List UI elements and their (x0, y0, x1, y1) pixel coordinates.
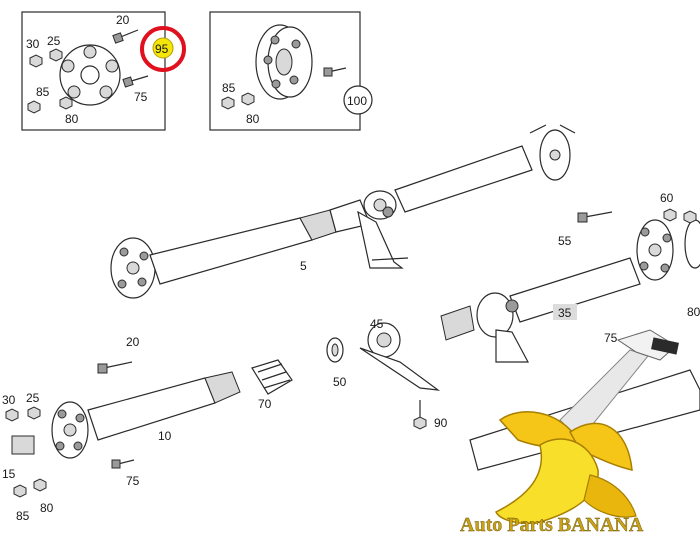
drive-shaft-35 (440, 219, 700, 341)
callout-50: 50 (333, 375, 347, 389)
callout-75-lower: 75 (126, 474, 140, 488)
nuts-inset-1 (27, 48, 73, 114)
nut-85-lower (13, 484, 27, 498)
flex-disc-inset-2 (255, 24, 313, 100)
bolt-20-lower (97, 361, 133, 374)
banana-peel-bottom (583, 474, 637, 518)
callout-35: 35 (558, 306, 572, 320)
nut-80-lower (33, 478, 47, 492)
watermark-logo (494, 329, 679, 524)
callout-25: 25 (47, 34, 61, 48)
callout-30-lower: 30 (2, 393, 16, 407)
callout-box-35 (553, 304, 577, 320)
tool-head (616, 329, 677, 361)
flex-disc-inset-1 (59, 44, 121, 106)
callout-95: 95 (155, 42, 169, 56)
bolt-75-lower (111, 459, 135, 469)
center-bearing-45 (359, 322, 441, 391)
callout-75: 75 (134, 90, 148, 104)
nut-30-lower (5, 408, 19, 422)
callout-25-lower: 25 (26, 391, 40, 405)
callout-55: 55 (558, 234, 572, 248)
callout-30: 30 (26, 37, 40, 51)
watermark-text: Auto Parts BANANA (460, 514, 644, 536)
callout-85: 85 (36, 85, 50, 99)
highlight-fill-95 (152, 37, 174, 59)
banana-fruit (494, 438, 599, 524)
bolt-90 (413, 400, 427, 430)
tool-grip (651, 337, 679, 355)
highlight-ring-95 (140, 26, 186, 72)
callout-85-lower: 85 (16, 509, 30, 523)
callout-85-inset2: 85 (222, 81, 236, 95)
callout-10: 10 (158, 429, 172, 443)
callout-100: 100 (347, 94, 367, 108)
callout-20: 20 (116, 13, 130, 27)
nuts-inset-2 (221, 92, 255, 110)
callout-5: 5 (300, 259, 307, 273)
callout-circle-100 (343, 85, 373, 115)
callout-80-lower: 80 (40, 501, 54, 515)
callout-15: 15 (2, 467, 16, 481)
bolt-55 (577, 211, 613, 223)
bolt-inset-2 (323, 67, 347, 77)
callout-60: 60 (660, 191, 674, 205)
center-bearing-support (357, 190, 409, 269)
callout-20-lower: 20 (126, 335, 140, 349)
callout-80-inset2: 80 (246, 112, 260, 126)
nut-60b (683, 210, 697, 224)
bearing-bracket-right (495, 299, 529, 363)
callout-70: 70 (258, 397, 272, 411)
callout-90: 90 (434, 416, 448, 430)
bolts-inset-1 (112, 29, 149, 88)
nut-60a (663, 208, 677, 222)
callout-45: 45 (370, 317, 384, 331)
callout-80-right: 80 (687, 305, 700, 319)
boot-70 (251, 359, 293, 395)
drive-shaft-10 (51, 371, 241, 459)
seal-50 (326, 337, 344, 363)
banana-peel-right (569, 422, 633, 471)
bushing-15 (11, 435, 35, 455)
nut-25-lower (27, 406, 41, 420)
callout-75-right: 75 (604, 331, 618, 345)
callout-80: 80 (65, 112, 79, 126)
drive-shaft-5 (110, 124, 576, 299)
